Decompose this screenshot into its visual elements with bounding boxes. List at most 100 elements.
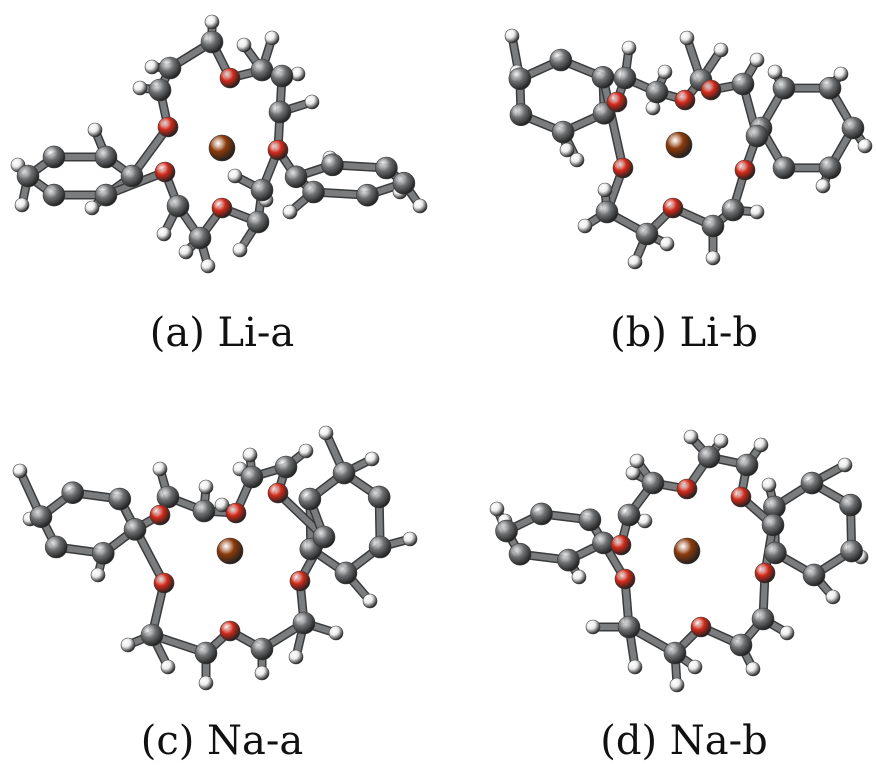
oxygen-atom [267, 139, 289, 161]
hydrogen-atom [304, 94, 320, 110]
hydrogen-atom [120, 637, 136, 653]
carbon-atom [800, 471, 824, 495]
hydrogen-atom [152, 461, 168, 477]
carbon-atom [367, 485, 391, 509]
hydrogen-atom [282, 204, 298, 220]
hydrogen-atom [200, 258, 216, 274]
carbon-atom [840, 539, 863, 563]
oxygen-atom [267, 482, 289, 504]
hydrogen-atom [14, 197, 30, 213]
carbon-atom [745, 124, 769, 148]
oxygen-atom [154, 161, 176, 183]
hydrogen-atom [504, 28, 520, 44]
oxygen-atom [676, 478, 698, 500]
cation-atom [665, 131, 693, 159]
carbon-atom [29, 505, 53, 528]
carbon-atom [240, 465, 264, 489]
hydrogen-atom [659, 236, 675, 252]
hydrogen-atom [84, 200, 100, 216]
carbon-atom [166, 194, 190, 218]
carbon-atom [42, 145, 66, 169]
hydrogen-atom [559, 142, 575, 158]
atom-group [10, 14, 428, 274]
carbon-atom [140, 623, 164, 647]
hydrogen-atom [753, 437, 769, 453]
hydrogen-atom [232, 242, 248, 258]
hydrogen-atom [683, 429, 699, 445]
hydrogen-atom [364, 451, 380, 467]
oxygen-atom [211, 197, 233, 219]
caption-li-b: (b) Li-b [609, 310, 759, 356]
carbon-atom [731, 72, 755, 96]
hydrogen-atom [571, 569, 587, 585]
hydrogen-atom [214, 497, 230, 513]
caption-na-b: (d) Na-b [600, 718, 768, 764]
hydrogen-atom [745, 661, 761, 677]
oxygen-atom [225, 502, 247, 524]
hydrogen-atom [621, 40, 637, 56]
carbon-atom [839, 493, 862, 517]
carbon-atom [356, 183, 379, 207]
hydrogen-atom [815, 178, 831, 194]
atom-group [504, 28, 873, 270]
carbon-atom [334, 561, 358, 585]
carbon-atom [721, 198, 745, 222]
carbon-atom [701, 214, 725, 238]
carbon-atom [595, 200, 619, 224]
oxygen-atom [730, 486, 752, 508]
carbon-atom [292, 611, 316, 635]
carbon-atom [772, 156, 796, 180]
hydrogen-atom [198, 479, 214, 495]
carbon-atom [268, 100, 292, 124]
molecule-panel-na-b [457, 405, 877, 695]
carbon-atom [298, 487, 322, 511]
hydrogen-atom [749, 52, 765, 68]
carbon-atom [270, 64, 294, 88]
oxygen-atom [662, 197, 684, 219]
hydrogen-atom [236, 37, 252, 53]
hydrogen-atom [679, 30, 695, 46]
oxygen-atom [734, 159, 756, 181]
carbon-atom [549, 48, 573, 72]
hydrogen-atom [833, 66, 849, 82]
hydrogen-atom [713, 433, 729, 449]
molecule-panel-li-b [457, 0, 877, 290]
carbon-atom [368, 535, 392, 559]
carbon-atom [94, 145, 118, 169]
hydrogen-atom [12, 463, 28, 479]
carbon-atom [148, 78, 172, 102]
oxygen-atom [610, 534, 632, 556]
hydrogen-atom [264, 30, 280, 46]
carbon-atom [392, 171, 416, 195]
carbon-atom [735, 453, 759, 477]
carbon-atom [200, 30, 224, 54]
hydrogen-atom [178, 244, 194, 260]
molecule-panel-na-a [0, 405, 420, 695]
hydrogen-atom [242, 447, 258, 463]
hydrogen-atom [629, 453, 645, 469]
oxygen-atom [149, 504, 171, 526]
carbon-atom [729, 633, 753, 657]
oxygen-atom [289, 570, 311, 592]
hydrogen-atom [318, 425, 334, 441]
molecule-li-a [10, 14, 428, 274]
carbon-atom [188, 226, 212, 250]
hydrogen-atom [669, 677, 685, 693]
hydrogen-atom [90, 567, 106, 583]
carbon-atom [284, 165, 308, 189]
hydrogen-atom [489, 501, 505, 517]
carbon-atom [645, 80, 669, 104]
carbon-atom [332, 461, 356, 485]
hydrogen-atom [597, 182, 613, 198]
cation-atom [216, 537, 244, 565]
carbon-atom [123, 518, 147, 541]
carbon-atom [841, 116, 865, 140]
carbon-atom [274, 455, 298, 479]
hydrogen-atom [227, 168, 243, 184]
carbon-atom [697, 445, 721, 469]
carbon-atom [509, 103, 533, 127]
carbon-atom [663, 641, 687, 665]
carbon-atom [635, 222, 659, 246]
oxygen-atom [219, 620, 241, 642]
carbon-atom [578, 508, 602, 532]
